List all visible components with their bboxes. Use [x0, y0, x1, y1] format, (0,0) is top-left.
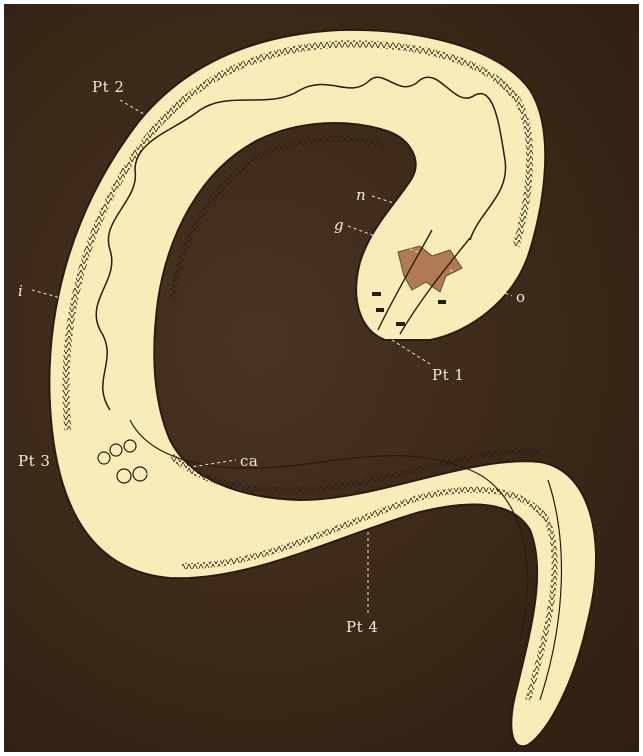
label-pt1: Pt 1 — [432, 366, 464, 384]
head-spot — [372, 292, 381, 296]
label-pt4: Pt 4 — [346, 618, 378, 636]
label-pt3: Pt 3 — [18, 452, 50, 470]
leader-pt1 — [392, 340, 430, 364]
label-g: g — [334, 216, 344, 234]
label-i: i — [18, 282, 23, 300]
label-n: n — [356, 186, 366, 204]
label-pt2: Pt 2 — [92, 78, 124, 96]
label-o: o — [516, 288, 526, 306]
head-spot — [438, 300, 446, 304]
head-spot — [396, 322, 405, 326]
head-spot — [376, 308, 384, 312]
label-ca: ca — [240, 452, 258, 470]
